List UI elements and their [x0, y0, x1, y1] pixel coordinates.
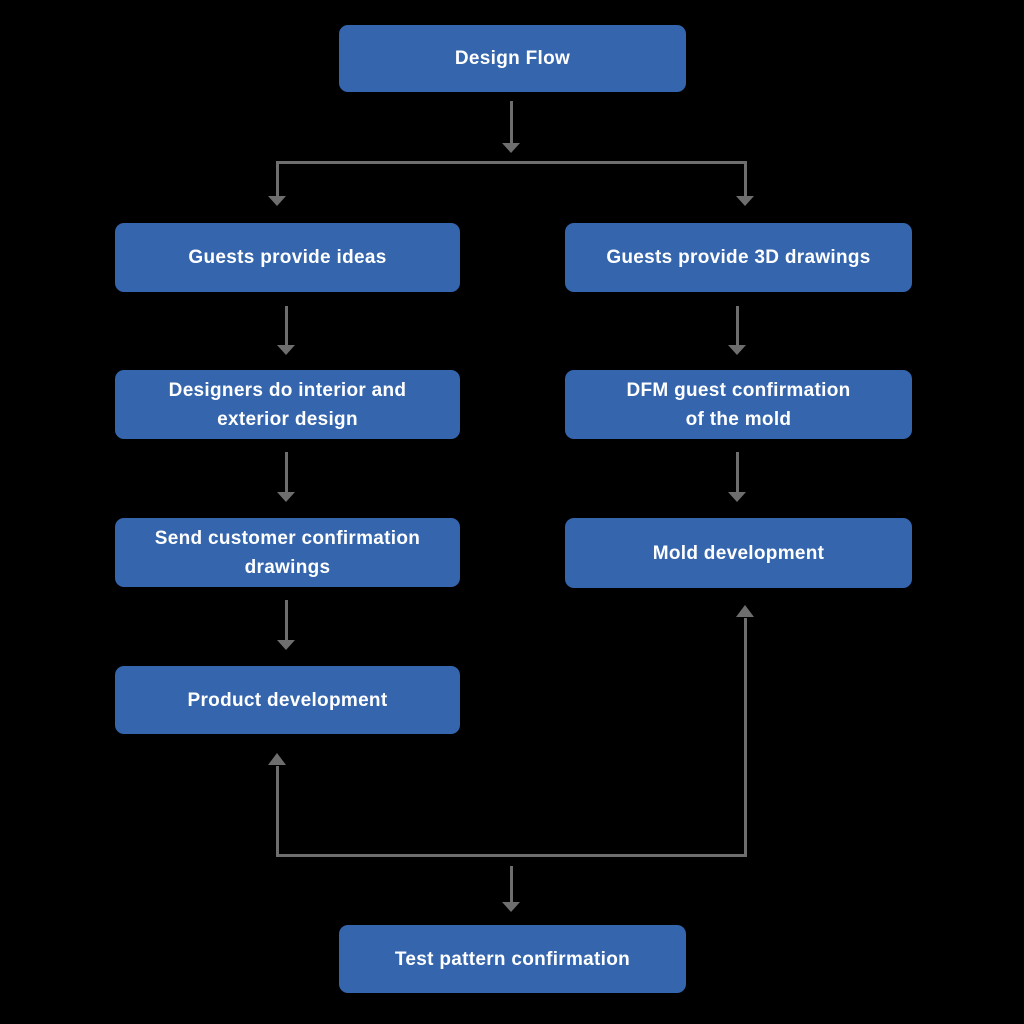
arrowhead-down-icon — [277, 640, 295, 650]
connector-loop-bottom-bar — [276, 854, 747, 857]
connector-3d-dfm-line — [736, 306, 739, 345]
connector-top-split-bar — [276, 161, 747, 164]
arrowhead-up-icon — [736, 605, 754, 617]
arrowhead-down-icon — [502, 902, 520, 912]
node-guests-provide-3d-drawings: Guests provide 3D drawings — [565, 223, 912, 292]
connector-dfm-mold-line — [736, 452, 739, 492]
arrowhead-down-icon — [736, 196, 754, 206]
node-send-customer-confirmation: Send customer confirmation drawings — [115, 518, 460, 587]
node-test-pattern-confirmation: Test pattern confirmation — [339, 925, 686, 993]
connector-loop-right-line — [744, 618, 747, 857]
node-mold-development: Mold development — [565, 518, 912, 588]
arrowhead-down-icon — [728, 492, 746, 502]
node-dfm-guest-confirmation: DFM guest confirmation of the mold — [565, 370, 912, 439]
arrowhead-down-icon — [277, 345, 295, 355]
node-designers-interior-exterior: Designers do interior and exterior desig… — [115, 370, 460, 439]
arrowhead-down-icon — [502, 143, 520, 153]
arrowhead-down-icon — [728, 345, 746, 355]
connector-designers-send-line — [285, 452, 288, 492]
connector-send-product-line — [285, 600, 288, 640]
node-product-development: Product development — [115, 666, 460, 734]
connector-loop-test-line — [510, 866, 513, 902]
connector-designflow-down-line — [510, 101, 513, 143]
node-design-flow: Design Flow — [339, 25, 686, 92]
connector-split-right-line — [744, 161, 747, 196]
arrowhead-up-icon — [268, 753, 286, 765]
connector-loop-left-line — [276, 766, 279, 857]
connector-split-left-line — [276, 161, 279, 196]
arrowhead-down-icon — [268, 196, 286, 206]
connector-ideas-designers-line — [285, 306, 288, 345]
arrowhead-down-icon — [277, 492, 295, 502]
node-guests-provide-ideas: Guests provide ideas — [115, 223, 460, 292]
